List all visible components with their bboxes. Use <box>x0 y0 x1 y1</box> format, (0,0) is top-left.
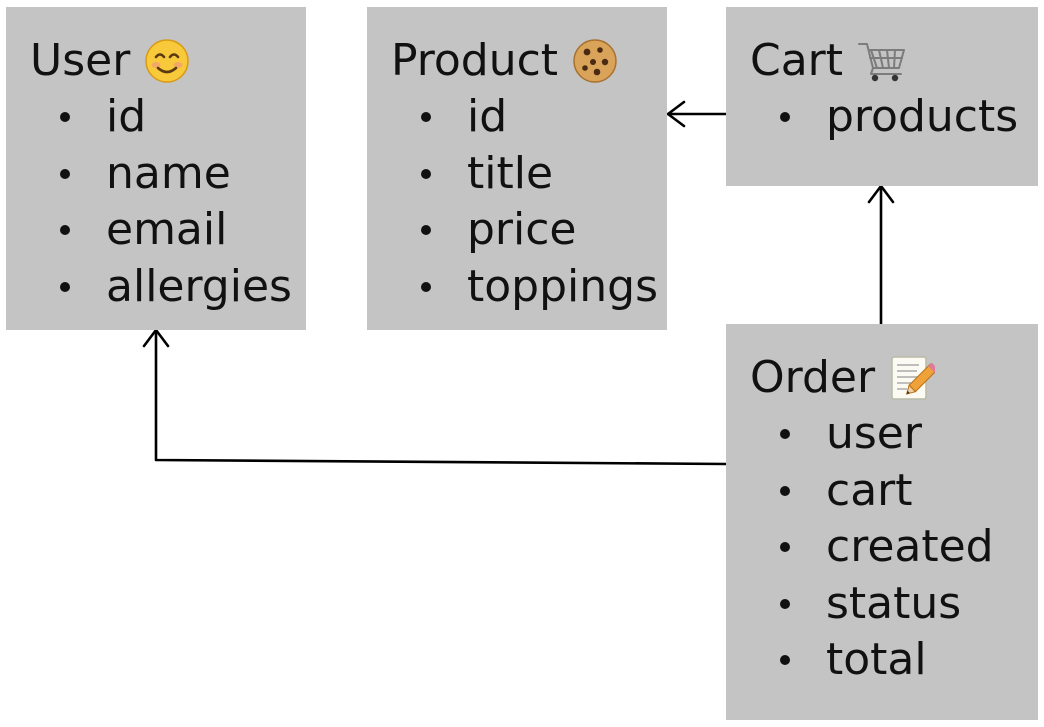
field-label: toppings <box>467 260 658 312</box>
field-label: user <box>826 408 922 459</box>
field-item: total <box>750 632 1038 689</box>
field-item: user <box>750 406 1038 463</box>
arrowhead-product <box>666 100 686 128</box>
field-label: products <box>826 91 1019 142</box>
memo-pencil-icon <box>889 355 936 401</box>
field-list: id title price toppings <box>391 89 667 315</box>
field-item: title <box>391 146 667 203</box>
entity-title-label: User <box>30 35 131 86</box>
arrowhead-cart <box>867 184 895 204</box>
arrow-order-to-user <box>154 330 728 466</box>
bullet <box>780 542 790 553</box>
bullet <box>60 225 70 236</box>
entity-title: Order <box>750 350 1038 406</box>
bullet <box>60 168 70 179</box>
field-item: price <box>391 202 667 259</box>
field-label: id <box>467 91 508 142</box>
field-label: id <box>106 91 147 142</box>
field-label: created <box>826 521 994 572</box>
field-label: email <box>106 204 228 255</box>
field-list: user cart created status total <box>750 406 1038 689</box>
entity-title: Cart <box>750 33 1038 89</box>
field-label: allergies <box>106 260 292 312</box>
bullet <box>421 168 431 179</box>
cookie-icon <box>572 38 618 84</box>
entity-user: User id name email allergies <box>6 7 306 330</box>
entity-title: Product <box>391 33 667 89</box>
entity-title-label: Order <box>750 352 876 403</box>
field-label: status <box>826 577 962 629</box>
field-list: id name email allergies <box>30 89 306 315</box>
entity-order: Order user cart <box>726 324 1038 720</box>
field-item: allergies <box>30 259 306 316</box>
field-item: status <box>750 576 1038 633</box>
entity-title-label: Cart <box>750 35 844 86</box>
field-label: name <box>106 147 231 199</box>
bullet <box>780 485 790 496</box>
bullet <box>780 598 790 609</box>
bullet <box>421 281 431 292</box>
arrowhead-user <box>142 328 170 348</box>
bullet <box>60 281 70 292</box>
bullet <box>60 112 70 123</box>
field-label: total <box>826 634 927 685</box>
bullet <box>421 225 431 236</box>
field-item: cart <box>750 463 1038 520</box>
field-label: title <box>467 147 554 199</box>
field-item: name <box>30 146 306 203</box>
field-item: created <box>750 519 1038 576</box>
bullet <box>421 112 431 123</box>
bullet <box>780 429 790 440</box>
smiley-face-icon <box>144 38 190 84</box>
entity-title-label: Product <box>391 35 559 86</box>
field-item: products <box>750 89 1038 146</box>
field-label: cart <box>826 464 913 516</box>
bullet <box>780 112 790 123</box>
field-item: toppings <box>391 259 667 316</box>
field-item: id <box>391 89 667 146</box>
field-label: price <box>467 204 577 255</box>
bullet <box>780 655 790 666</box>
entity-product: Product id title price toppings <box>367 7 667 330</box>
field-list: products <box>750 89 1038 146</box>
entity-title: User <box>30 33 306 89</box>
field-item: id <box>30 89 306 146</box>
field-item: email <box>30 202 306 259</box>
entity-cart: Cart products <box>726 7 1038 186</box>
shopping-cart-icon <box>857 38 907 84</box>
